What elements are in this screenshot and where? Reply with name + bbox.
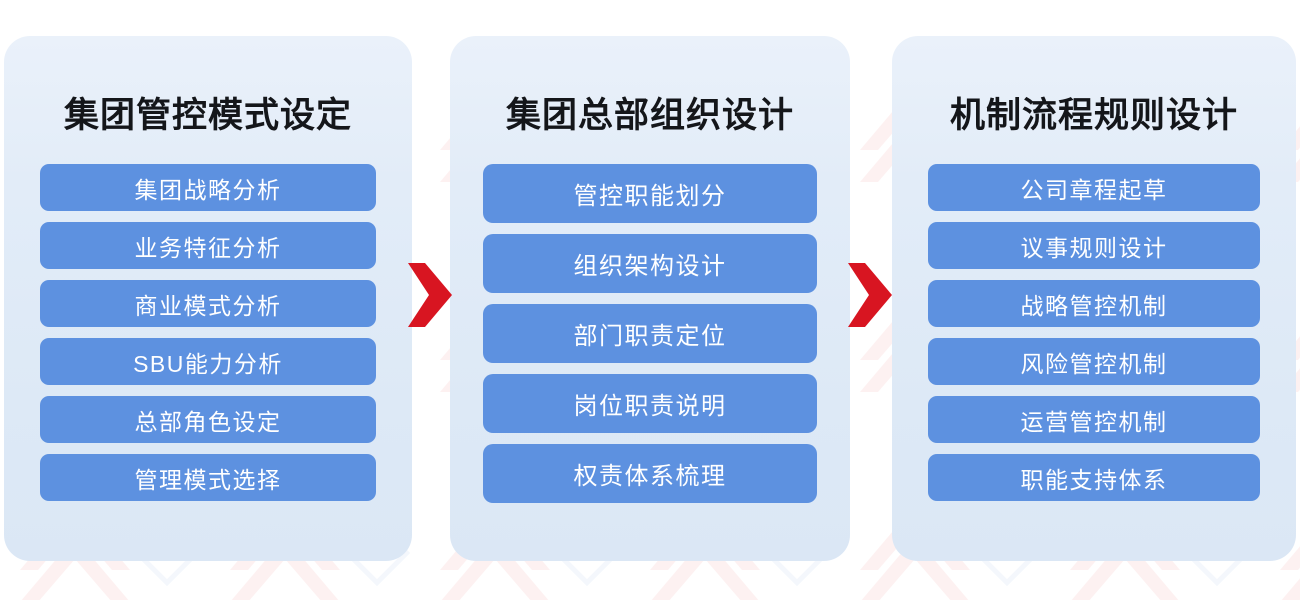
stage-item-list-2: 管控职能划分 组织架构设计 部门职责定位 岗位职责说明 权责体系梳理 — [450, 164, 850, 561]
stage-item[interactable]: 议事规则设计 — [928, 222, 1260, 269]
stage-item[interactable]: 总部角色设定 — [40, 396, 376, 443]
stage-item[interactable]: 商业模式分析 — [40, 280, 376, 327]
stage-item[interactable]: 业务特征分析 — [40, 222, 376, 269]
stage-item[interactable]: 战略管控机制 — [928, 280, 1260, 327]
chevron-right-arrow-icon — [408, 263, 452, 327]
stage-item[interactable]: 风险管控机制 — [928, 338, 1260, 385]
stage-item[interactable]: 职能支持体系 — [928, 454, 1260, 501]
stage-title-3: 机制流程规则设计 — [949, 96, 1238, 135]
stage-panel-1: 集团管控模式设定 集团战略分析 业务特征分析 商业模式分析 SBU能力分析 总部… — [4, 36, 412, 561]
stage-item[interactable]: 岗位职责说明 — [483, 374, 817, 433]
stage-item[interactable]: 部门职责定位 — [483, 304, 817, 363]
stage-panel-2: 集团总部组织设计 管控职能划分 组织架构设计 部门职责定位 岗位职责说明 权责体… — [450, 36, 850, 561]
stage-title-1: 集团管控模式设定 — [63, 96, 352, 135]
stage-item[interactable]: 管理模式选择 — [40, 454, 376, 501]
stage-item[interactable]: 管控职能划分 — [483, 164, 817, 223]
stage-item[interactable]: 公司章程起草 — [928, 164, 1260, 211]
stage-item[interactable]: 组织架构设计 — [483, 234, 817, 293]
stage-panel-3: 机制流程规则设计 公司章程起草 议事规则设计 战略管控机制 风险管控机制 运营管… — [892, 36, 1296, 561]
stage-item[interactable]: SBU能力分析 — [40, 338, 376, 385]
stage-item[interactable]: 权责体系梳理 — [483, 444, 817, 503]
stage-item-list-1: 集团战略分析 业务特征分析 商业模式分析 SBU能力分析 总部角色设定 管理模式… — [4, 164, 412, 561]
stage-item-list-3: 公司章程起草 议事规则设计 战略管控机制 风险管控机制 运营管控机制 职能支持体… — [892, 164, 1296, 561]
chevron-right-arrow-icon — [848, 263, 892, 327]
stage-item[interactable]: 运营管控机制 — [928, 396, 1260, 443]
stage-title-2: 集团总部组织设计 — [505, 96, 794, 135]
stage-item[interactable]: 集团战略分析 — [40, 164, 376, 211]
